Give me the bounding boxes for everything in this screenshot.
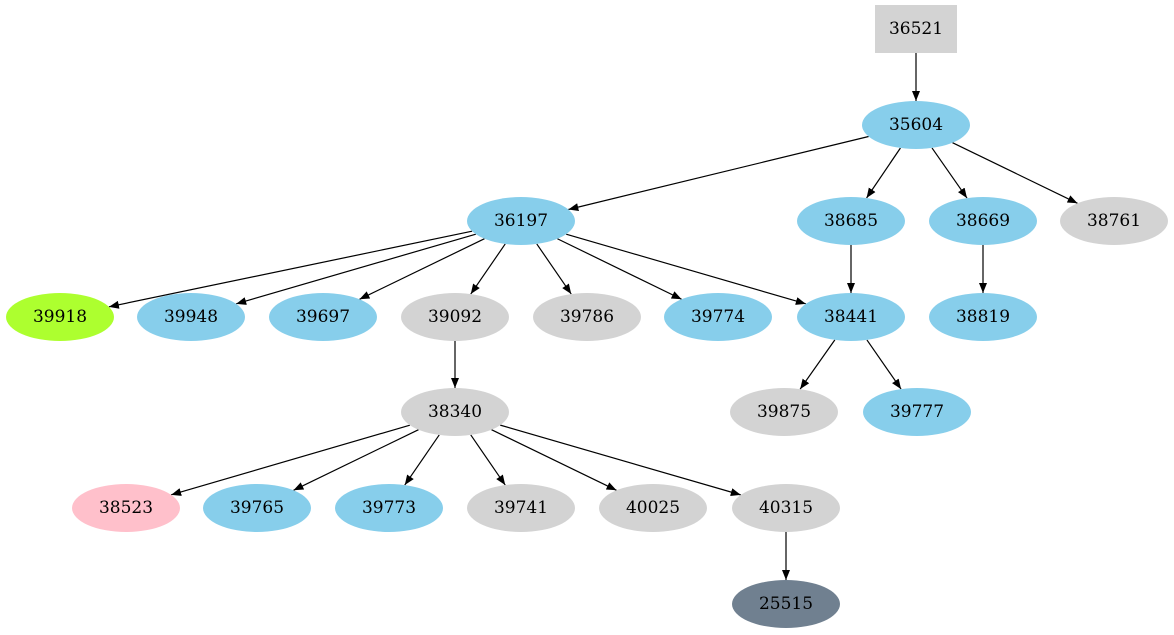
node-ellipse xyxy=(401,388,509,436)
edges-layer xyxy=(108,53,1078,580)
node-39918: 39918 xyxy=(6,293,114,341)
node-label: 38669 xyxy=(956,211,1010,231)
node-39741: 39741 xyxy=(467,484,575,532)
node-ellipse xyxy=(6,293,114,341)
node-39777: 39777 xyxy=(863,388,971,436)
node-36521: 36521 xyxy=(875,5,957,53)
edge-36197-to-39948 xyxy=(236,233,476,305)
node-38761: 38761 xyxy=(1060,197,1168,245)
node-ellipse xyxy=(732,580,840,628)
node-ellipse xyxy=(929,197,1037,245)
node-label: 39092 xyxy=(428,307,482,327)
node-label: 38523 xyxy=(99,498,153,518)
node-ellipse xyxy=(335,484,443,532)
edge-35604-to-38669 xyxy=(931,147,968,199)
edge-36197-to-39697 xyxy=(359,238,485,300)
edge-38441-to-39875 xyxy=(799,339,836,390)
edge-35604-to-36197 xyxy=(568,135,869,212)
edge-35604-to-38761 xyxy=(952,142,1078,204)
edge-36197-to-39774 xyxy=(557,238,682,300)
node-ellipse xyxy=(533,293,641,341)
edge-36197-to-39092 xyxy=(470,243,506,295)
node-label: 39697 xyxy=(296,307,350,327)
node-ellipse xyxy=(929,293,1037,341)
node-39765: 39765 xyxy=(203,484,311,532)
node-ellipse xyxy=(862,101,970,149)
node-38819: 38819 xyxy=(929,293,1037,341)
node-label: 36521 xyxy=(889,19,943,39)
node-ellipse xyxy=(732,484,840,532)
node-ellipse xyxy=(72,484,180,532)
node-38441: 38441 xyxy=(797,293,905,341)
node-38340: 38340 xyxy=(401,388,509,436)
edge-38340-to-38523 xyxy=(170,424,411,496)
node-ellipse xyxy=(599,484,707,532)
node-40025: 40025 xyxy=(599,484,707,532)
node-ellipse xyxy=(863,388,971,436)
node-label: 38761 xyxy=(1087,211,1141,231)
node-label: 39741 xyxy=(494,498,548,518)
node-38523: 38523 xyxy=(72,484,180,532)
node-ellipse xyxy=(203,484,311,532)
nodes-layer: 36521 35604 36197 38685 38669 38761 39918 39948… xyxy=(6,5,1168,628)
node-label: 40025 xyxy=(626,498,680,518)
node-36197: 36197 xyxy=(467,197,575,245)
edge-38441-to-39777 xyxy=(866,339,902,390)
node-40315: 40315 xyxy=(732,484,840,532)
node-ellipse xyxy=(269,293,377,341)
node-label: 39918 xyxy=(33,307,87,327)
edge-38340-to-40315 xyxy=(500,424,741,496)
node-label: 38441 xyxy=(824,307,878,327)
node-ellipse xyxy=(1060,197,1168,245)
edge-38340-to-39765 xyxy=(293,429,419,491)
node-39875: 39875 xyxy=(730,388,838,436)
node-ellipse xyxy=(401,293,509,341)
node-39948: 39948 xyxy=(137,293,245,341)
node-25515: 25515 xyxy=(732,580,840,628)
node-label: 38685 xyxy=(824,211,878,231)
node-label: 38819 xyxy=(956,307,1010,327)
node-label: 40315 xyxy=(759,498,813,518)
edge-36197-to-38441 xyxy=(566,233,806,305)
node-label: 39777 xyxy=(890,402,944,422)
node-ellipse xyxy=(730,388,838,436)
node-38685: 38685 xyxy=(797,197,905,245)
node-label: 39948 xyxy=(164,307,218,327)
edge-36197-to-39786 xyxy=(536,243,572,295)
edge-38340-to-39773 xyxy=(404,434,440,486)
node-39697: 39697 xyxy=(269,293,377,341)
node-label: 25515 xyxy=(759,594,813,614)
node-label: 35604 xyxy=(889,115,943,135)
node-label: 39875 xyxy=(757,402,811,422)
node-ellipse xyxy=(137,293,245,341)
node-39774: 39774 xyxy=(664,293,772,341)
edge-38340-to-40025 xyxy=(491,429,617,491)
node-ellipse xyxy=(467,197,575,245)
node-ellipse xyxy=(797,293,905,341)
node-label: 39765 xyxy=(230,498,284,518)
node-39092: 39092 xyxy=(401,293,509,341)
node-label: 39774 xyxy=(691,307,745,327)
node-39786: 39786 xyxy=(533,293,641,341)
edge-36197-to-39918 xyxy=(108,230,473,309)
node-label: 36197 xyxy=(494,211,548,231)
node-ellipse xyxy=(664,293,772,341)
node-label: 38340 xyxy=(428,402,482,422)
node-label: 39773 xyxy=(362,498,416,518)
node-38669: 38669 xyxy=(929,197,1037,245)
node-ellipse xyxy=(797,197,905,245)
node-label: 39786 xyxy=(560,307,614,327)
node-39773: 39773 xyxy=(335,484,443,532)
node-35604: 35604 xyxy=(862,101,970,149)
node-ellipse xyxy=(467,484,575,532)
node-box xyxy=(875,5,957,53)
edge-35604-to-38685 xyxy=(866,147,901,199)
edge-38340-to-39741 xyxy=(470,434,506,486)
